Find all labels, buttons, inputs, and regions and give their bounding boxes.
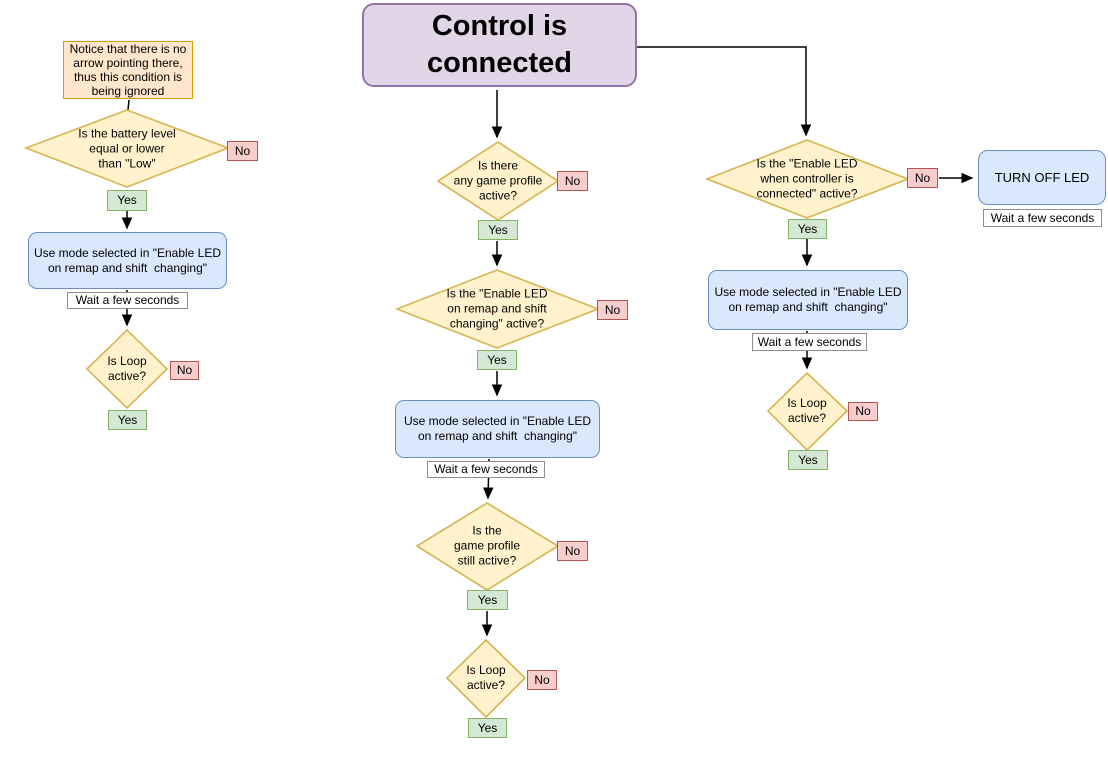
game-profile-yes-label: Yes: [478, 220, 518, 240]
edge-title-to-connected-check: [637, 46, 812, 137]
connected-yes-label: Yes: [788, 219, 827, 239]
left-loop-no-label: No: [170, 361, 199, 380]
right-loop-yes-label: Yes: [788, 450, 828, 470]
left-loop-yes-label: Yes: [108, 410, 147, 430]
decision-mid-loop-label: Is Loop active?: [466, 663, 506, 692]
still-active-yes-label: Yes: [467, 590, 508, 610]
mid-loop-yes-label: Yes: [468, 718, 507, 738]
battery-no-label: No: [227, 141, 258, 161]
decision-enable-led-connected-label: Is the "Enable LED when controller is co…: [756, 156, 858, 201]
title-node: Control is connected: [362, 3, 637, 87]
turn-off-led-process: TURN OFF LED: [978, 150, 1106, 205]
still-active-no-label: No: [557, 541, 588, 561]
right-use-mode-process: Use mode selected in "Enable LED on rema…: [708, 270, 908, 330]
decision-left-loop-label: Is Loop active?: [107, 354, 147, 383]
turn-off-wait-label: Wait a few seconds: [983, 209, 1102, 227]
battery-yes-label: Yes: [107, 190, 147, 211]
decision-right-loop-label: Is Loop active?: [787, 396, 827, 425]
right-wait-label: Wait a few seconds: [752, 333, 867, 351]
left-wait-label: Wait a few seconds: [67, 292, 188, 309]
mid-wait-label: Wait a few seconds: [427, 461, 545, 478]
connected-no-label: No: [907, 168, 938, 188]
enable-led-remap-no-label: No: [597, 300, 628, 320]
edge-note-to-battery-check: [127, 99, 130, 111]
right-loop-no-label: No: [848, 402, 878, 421]
enable-led-remap-yes-label: Yes: [477, 350, 517, 370]
mid-loop-no-label: No: [527, 670, 557, 690]
decision-battery-level-label: Is the battery level equal or lower than…: [78, 126, 176, 171]
decision-game-profile-label: Is there any game profile active?: [453, 158, 543, 203]
annotation-note: Notice that there is no arrow pointing t…: [63, 41, 193, 99]
decision-mid-loop-active: [445, 638, 527, 719]
game-profile-no-label: No: [557, 171, 588, 191]
mid-use-mode-process: Use mode selected in "Enable LED on rema…: [395, 400, 600, 458]
decision-profile-still-active-label: Is the game profile still active?: [453, 523, 521, 568]
left-use-mode-process: Use mode selected in "Enable LED on rema…: [28, 232, 227, 289]
decision-left-loop-active: [85, 328, 169, 410]
decision-enable-led-remap-label: Is the "Enable LED on remap and shift ch…: [446, 286, 548, 331]
decision-right-loop-active: [766, 371, 849, 452]
